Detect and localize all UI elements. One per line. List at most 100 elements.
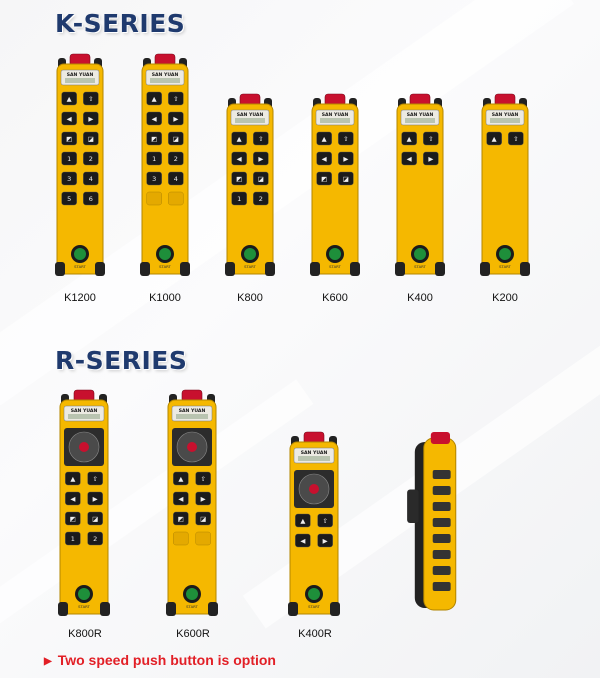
start-label: START — [244, 264, 256, 269]
function-button-icon: 6 — [89, 195, 93, 203]
function-button — [317, 513, 333, 528]
brand-logo: SAN YUAN — [67, 72, 94, 78]
lcd-screen — [235, 118, 265, 123]
function-button-icon: ▶ — [88, 115, 93, 123]
function-button — [195, 491, 211, 506]
function-button-icon: ▲ — [178, 475, 183, 483]
function-button — [295, 513, 311, 528]
option-note: ▶Two speed push button is option — [44, 652, 276, 668]
bottom-right-bumper — [208, 602, 218, 616]
function-button — [83, 191, 99, 206]
function-button-icon: ▶ — [93, 495, 98, 503]
function-button — [61, 131, 77, 146]
remote-illustration: SAN YUAN▲⇧◀▶START — [395, 93, 445, 276]
function-button-icon: 1 — [237, 195, 241, 203]
bottom-left-bumper — [310, 262, 320, 276]
k400-remote: SAN YUAN▲⇧◀▶START — [395, 92, 445, 276]
function-button-icon: ▲ — [322, 135, 327, 143]
r-series-title: R-SERIES — [55, 346, 188, 375]
bottom-right-bumper — [520, 262, 530, 276]
function-button-icon: ▲ — [70, 475, 75, 483]
bottom-right-bumper — [95, 262, 105, 276]
model-label-k600: K600 — [322, 292, 348, 304]
remote-body — [311, 103, 359, 275]
dial-center-icon — [79, 442, 89, 452]
function-button — [338, 171, 354, 186]
bottom-left-bumper — [166, 602, 176, 616]
triangle-bullet-icon: ▶ — [44, 656, 52, 667]
k-series-title: K-SERIES — [55, 9, 186, 38]
blank-slot — [173, 531, 189, 546]
function-button-icon: ◀ — [237, 155, 242, 163]
remote-illustration: SAN YUAN▲⇧◀▶◩◪START — [310, 93, 360, 276]
function-button-icon: ⇧ — [322, 517, 327, 525]
function-button-icon: ◀ — [178, 495, 183, 503]
function-button-icon: ◪ — [92, 515, 98, 523]
lcd-screen — [298, 456, 330, 461]
function-button — [65, 491, 81, 506]
function-button-icon: ◪ — [343, 175, 349, 183]
function-button — [61, 171, 77, 186]
function-button-icon: ◀ — [322, 155, 327, 163]
function-button-icon: ◩ — [70, 515, 76, 523]
function-button-icon: ◩ — [236, 175, 242, 183]
model-label-k800: K800 — [237, 292, 263, 304]
function-button-icon: ▶ — [173, 115, 178, 123]
function-button-icon: ◩ — [321, 175, 327, 183]
function-button — [253, 131, 269, 146]
function-button — [61, 91, 77, 106]
start-label: START — [78, 604, 90, 609]
function-button-icon: 2 — [89, 155, 93, 163]
function-button — [168, 131, 184, 146]
function-button — [231, 191, 247, 206]
lcd-screen — [176, 414, 208, 419]
function-button-icon: ◀ — [152, 115, 157, 123]
function-button — [486, 131, 502, 146]
remote-illustration: SAN YUAN▲⇧◀▶◩◪START — [166, 389, 218, 616]
side-grip-rib — [432, 582, 451, 591]
start-button-icon — [78, 588, 90, 600]
function-button — [423, 131, 439, 146]
blank-slot — [195, 531, 211, 546]
function-button-icon: ◀ — [67, 115, 72, 123]
start-label: START — [308, 604, 320, 609]
bottom-right-bumper — [435, 262, 445, 276]
bottom-left-bumper — [395, 262, 405, 276]
function-button — [253, 171, 269, 186]
function-button-icon: ▲ — [492, 135, 497, 143]
side-grip-rib — [432, 470, 451, 479]
model-label-k400: K400 — [407, 292, 433, 304]
remote-illustration — [407, 432, 457, 611]
function-button — [253, 151, 269, 166]
function-button-icon: ▲ — [237, 135, 242, 143]
bottom-right-bumper — [330, 602, 340, 616]
function-button-icon: ◪ — [88, 135, 94, 143]
function-button — [87, 491, 103, 506]
start-label: START — [329, 264, 341, 269]
start-button-icon — [186, 588, 198, 600]
function-button — [65, 511, 81, 526]
function-button — [173, 511, 189, 526]
function-button-icon: ▲ — [152, 95, 157, 103]
brand-logo: SAN YUAN — [71, 408, 98, 414]
function-button-icon: ▶ — [323, 537, 328, 545]
function-button — [338, 131, 354, 146]
emergency-stop-icon — [430, 432, 450, 444]
function-button — [195, 511, 211, 526]
function-button-icon: 4 — [89, 175, 93, 183]
lcd-screen — [150, 78, 180, 83]
function-button-icon: ◀ — [407, 155, 412, 163]
function-button-icon: ⇧ — [173, 95, 178, 103]
function-button-icon: ◀ — [300, 537, 305, 545]
function-button — [168, 91, 184, 106]
brand-logo: SAN YUAN — [407, 112, 434, 118]
function-button-icon: 1 — [67, 155, 71, 163]
function-button — [423, 151, 439, 166]
remote-illustration: SAN YUAN▲⇧START — [480, 93, 530, 276]
function-button-icon: ⇧ — [200, 475, 205, 483]
remote-body — [396, 103, 444, 275]
function-button — [173, 471, 189, 486]
